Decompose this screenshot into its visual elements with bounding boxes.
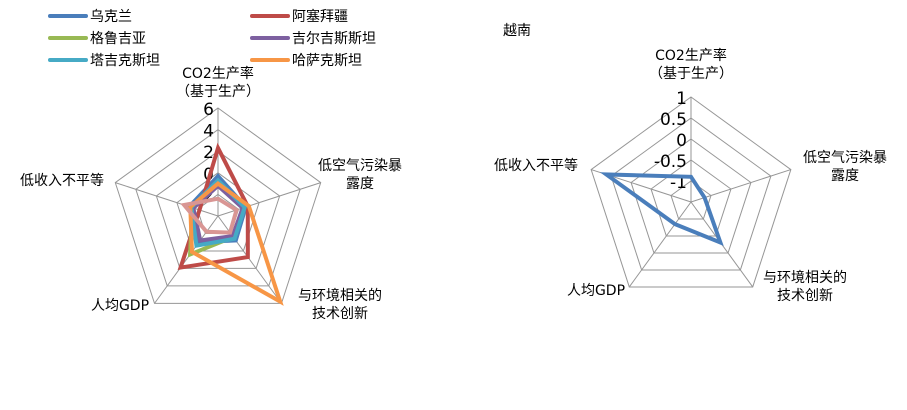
legend-item: 格鲁吉亚 [48,28,146,48]
grid-ring [135,128,301,287]
grid-ring [650,159,732,237]
legend-label: 哈萨克斯坦 [292,53,362,69]
axis-spoke [690,169,792,203]
axis-label: 低空气污染暴露度 [803,150,887,184]
series-line-越南 [599,172,724,246]
axis-label: 低空气污染暴露度 [318,158,402,192]
axis-label: 与环境相关的技术创新 [763,270,847,304]
grid-ring [610,117,772,271]
legend-swatch [48,58,88,62]
legend-swatch [250,58,290,62]
legend-item: 乌克兰 [48,6,132,26]
legend-item: 哈萨克斯坦 [250,50,362,70]
tick-label: 1 [676,89,687,109]
legend-label: 乌克兰 [90,9,132,25]
legend-swatch [250,14,290,18]
legend-label: 吉尔吉斯斯坦 [292,31,376,47]
legend-swatch [250,36,290,40]
axis-label: 低收入不平等 [20,172,104,189]
grid-ring [670,180,712,220]
axis-spoke [628,201,692,288]
axis-label: 与环境相关的技术创新 [298,288,382,322]
axis-label: 人均GDP [91,298,149,314]
axis-label: CO2生产率（基于生产） [176,65,260,100]
axis-label: CO2生产率（基于生产） [649,47,733,82]
legend-item: 吉尔吉斯斯坦 [250,28,376,48]
tick-label: 0.5 [660,110,687,130]
legend-item: 塔吉克斯坦 [48,50,160,70]
legend-label: 塔吉克斯坦 [90,53,160,69]
tick-label: 6 [203,100,214,120]
tick-label: 4 [203,122,214,142]
grid-ring [590,96,792,288]
grid-ring [176,172,260,252]
series-line-series-6 [180,196,239,235]
tick-label: -0.5 [654,152,687,172]
grid-ring [114,107,322,304]
tick-label: 0 [676,131,687,151]
tick-label: 2 [203,143,214,163]
legend-swatch [48,14,88,18]
axis-label: 低收入不平等 [494,157,578,174]
axis-label: 人均GDP [567,283,625,299]
legend-item: 阿塞拜疆 [250,6,348,26]
legend-label: 格鲁吉亚 [90,31,146,47]
legend-label: 阿塞拜疆 [292,9,348,25]
legend-swatch [48,36,88,40]
chart-title-vietnam: 越南 [503,23,531,39]
